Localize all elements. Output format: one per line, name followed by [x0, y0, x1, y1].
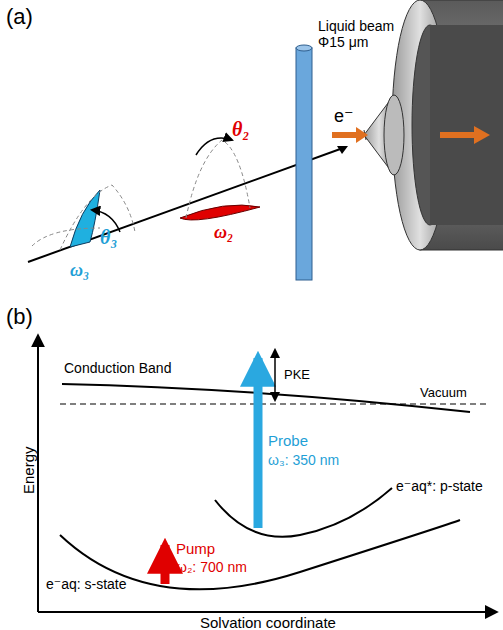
angle-label: θ₃: [100, 226, 117, 249]
vacuum-level: [60, 403, 490, 404]
angle-label: θ₂: [232, 118, 249, 141]
energy-axis: [37, 336, 39, 612]
liquid-jet: [296, 45, 312, 280]
electron-arrow-head: [356, 127, 368, 143]
wavelength-label: ω₃: 350 nm: [268, 452, 339, 468]
coordinate-axis: [38, 611, 496, 613]
axis-label: Energy: [20, 446, 37, 494]
panel-letter: (a): [6, 4, 33, 29]
electron-label: e⁻: [334, 106, 354, 127]
part-label: Liquid beam: [318, 18, 394, 34]
polarization-arc: [186, 140, 250, 218]
polarization-arc: [32, 228, 100, 246]
wavelength-label: ω₂: 700 nm: [176, 559, 247, 575]
p-state-curve: [215, 488, 392, 537]
band-label: Conduction Band: [64, 360, 171, 376]
pump-pulse: [180, 205, 260, 220]
probe-label: Probe: [268, 432, 308, 449]
electron-arrow-head: [474, 126, 490, 144]
state-label: e⁻aq*: p-state: [396, 478, 483, 494]
axis-label: Solvation coordinate: [200, 614, 336, 630]
electron-arrow: [440, 132, 478, 138]
conduction-band: [62, 384, 470, 412]
polarization-arc: [60, 185, 135, 250]
dimension: Φ15 μm: [318, 34, 368, 50]
pke-arrow: [274, 350, 276, 400]
pump-label: Pump: [176, 540, 215, 557]
probe-arrow: [254, 358, 263, 528]
detector: [364, 0, 503, 250]
panel-letter: (b): [6, 304, 33, 329]
energy-label: PKE: [284, 368, 310, 383]
level-label: Vacuum: [420, 386, 467, 401]
frequency-label: ω₂: [214, 222, 233, 243]
frequency-label: ω₃: [70, 260, 89, 281]
probe-pulse: [70, 190, 100, 247]
state-label: e⁻aq: s-state: [46, 576, 127, 592]
pump-arrow: [161, 545, 170, 584]
